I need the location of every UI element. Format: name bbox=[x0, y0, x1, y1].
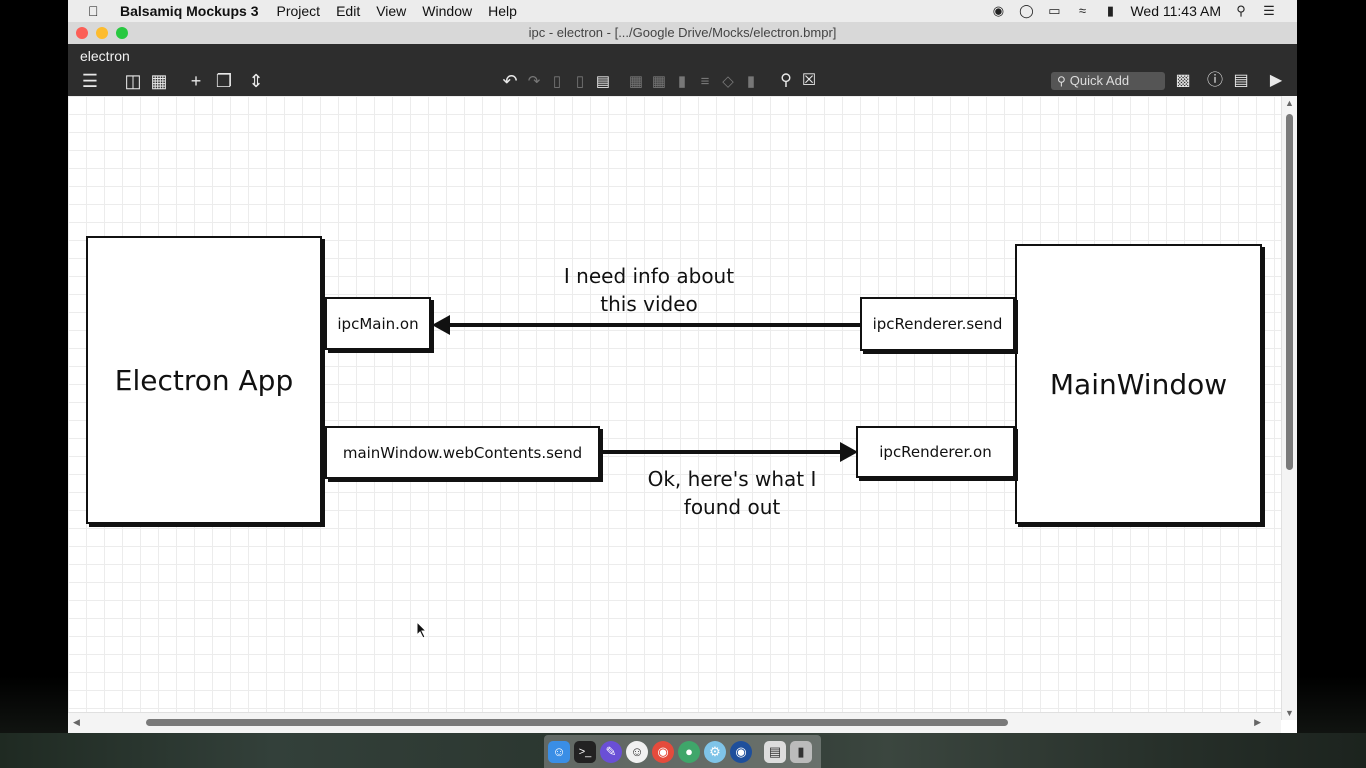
panel-toggle-icon[interactable]: ◫ bbox=[124, 71, 142, 91]
menu-project[interactable]: Project bbox=[276, 3, 321, 19]
document-title: electron bbox=[80, 48, 130, 64]
notes-icon[interactable]: ▤ bbox=[1233, 72, 1249, 89]
window-title: ipc - electron - [.../Google Drive/Mocks… bbox=[528, 25, 837, 40]
ipc-renderer-on-box[interactable]: ipcRenderer.on bbox=[856, 426, 1015, 478]
quick-add-placeholder: Quick Add bbox=[1069, 73, 1130, 88]
airplay-icon[interactable]: ▭ bbox=[1048, 3, 1061, 18]
status-tray: ◉ ◯ ▭ ≈ ▮ Wed 11:43 AM ⚲ ☰ bbox=[978, 3, 1277, 19]
redo-icon[interactable]: ↷ bbox=[527, 73, 541, 90]
trash-icon[interactable]: ▮ bbox=[790, 740, 812, 763]
menu-bar:  Balsamiq Mockups 3 Project Edit View W… bbox=[68, 0, 1297, 22]
response-note-line2: found out bbox=[683, 495, 781, 519]
response-note[interactable]: Ok, here's what I found out bbox=[621, 465, 843, 521]
chrome-icon[interactable]: ◉ bbox=[652, 740, 674, 763]
info-icon[interactable]: ⓘ bbox=[1206, 72, 1223, 89]
scroll-left-arrow-icon[interactable]: ◀ bbox=[73, 717, 80, 727]
maximize-window-button[interactable] bbox=[116, 27, 128, 39]
electron-app-box[interactable]: Electron App bbox=[86, 236, 322, 524]
scroll-up-arrow-icon[interactable]: ▲ bbox=[1285, 98, 1294, 108]
window-titlebar: ipc - electron - [.../Google Drive/Mocks… bbox=[68, 22, 1297, 45]
sort-icon[interactable]: ⇕ bbox=[248, 71, 264, 91]
electron-app-label: Electron App bbox=[114, 363, 294, 397]
dock: ☺ >_ ✎ ☺ ◉ ● ⚙ ◉ ▤ ▮ bbox=[544, 735, 821, 768]
wifi-icon[interactable]: ≈ bbox=[1078, 3, 1087, 18]
ipc-renderer-send-box[interactable]: ipcRenderer.send bbox=[860, 297, 1015, 351]
connector-arrows bbox=[432, 315, 860, 462]
scroll-right-arrow-icon[interactable]: ▶ bbox=[1254, 717, 1261, 727]
main-window-label: MainWindow bbox=[1049, 367, 1228, 401]
grid-view-icon[interactable]: ▦ bbox=[150, 71, 168, 91]
lock-icon[interactable]: ◇ bbox=[722, 73, 734, 90]
terminal-icon[interactable]: >_ bbox=[574, 740, 596, 763]
close-window-button[interactable] bbox=[76, 27, 88, 39]
bring-front-icon[interactable]: ▮ bbox=[677, 73, 687, 90]
desktop-background-right bbox=[1297, 0, 1366, 768]
trash-icon[interactable]: ▮ bbox=[746, 73, 756, 90]
gear-app-icon[interactable]: ⚙ bbox=[704, 740, 726, 763]
record-icon[interactable]: ◉ bbox=[992, 3, 1005, 18]
ungroup-icon[interactable]: ▦ bbox=[651, 73, 667, 90]
menu-help[interactable]: Help bbox=[488, 3, 517, 19]
ipc-main-on-box[interactable]: ipcMain.on bbox=[325, 297, 431, 350]
copy-icon[interactable]: ▯ bbox=[552, 73, 562, 90]
desktop-background-left bbox=[0, 0, 68, 768]
request-note-line1: I need info about bbox=[563, 264, 735, 288]
horizontal-scrollbar[interactable]: ◀ ▶ bbox=[68, 712, 1281, 733]
mockup-canvas[interactable]: Electron App MainWindow ipcMain.on ipcRe… bbox=[68, 96, 1281, 720]
ipc-renderer-on-label: ipcRenderer.on bbox=[879, 443, 992, 461]
group-icon[interactable]: ▦ bbox=[628, 73, 644, 90]
main-window-box[interactable]: MainWindow bbox=[1015, 244, 1262, 524]
document-icon[interactable]: ▤ bbox=[764, 740, 786, 763]
pen-app-icon[interactable]: ✎ bbox=[600, 740, 622, 763]
request-note[interactable]: I need info about this video bbox=[538, 262, 760, 318]
mouse-cursor-icon bbox=[416, 621, 428, 639]
align-icon[interactable]: ≡ bbox=[700, 73, 710, 90]
ipc-renderer-send-label: ipcRenderer.send bbox=[872, 315, 1003, 333]
ipc-main-on-label: ipcMain.on bbox=[337, 314, 419, 333]
vertical-scroll-thumb[interactable] bbox=[1286, 114, 1293, 470]
vertical-scrollbar[interactable]: ▲ ▼ bbox=[1281, 96, 1297, 720]
main-window-send-box[interactable]: mainWindow.webContents.send bbox=[325, 426, 600, 479]
arrow-head-left bbox=[432, 315, 450, 335]
search-icon[interactable]: ⚲ bbox=[780, 72, 792, 89]
battery-icon[interactable]: ▮ bbox=[1106, 3, 1115, 18]
menu-edit[interactable]: Edit bbox=[336, 3, 361, 19]
minimize-window-button[interactable] bbox=[96, 27, 108, 39]
finder-icon[interactable]: ☺ bbox=[548, 740, 570, 763]
app-window: ipc - electron - [.../Google Drive/Mocks… bbox=[68, 22, 1297, 733]
apple-icon[interactable]:  bbox=[88, 3, 104, 19]
quick-add-input[interactable]: ⚲ Quick Add bbox=[1051, 72, 1165, 90]
menu-app-name[interactable]: Balsamiq Mockups 3 bbox=[120, 3, 259, 19]
scroll-down-arrow-icon[interactable]: ▼ bbox=[1285, 708, 1294, 718]
duplicate-icon[interactable]: ❐ bbox=[215, 71, 233, 91]
menubar-clock[interactable]: Wed 11:43 AM bbox=[1130, 3, 1221, 19]
component-library-icon[interactable]: ▩ bbox=[1175, 72, 1191, 89]
add-icon[interactable]: + bbox=[190, 71, 202, 91]
paste-icon[interactable]: ▤ bbox=[595, 73, 611, 90]
close-box-icon[interactable]: ☒ bbox=[801, 72, 817, 89]
hamburger-menu-icon[interactable]: ☰ bbox=[81, 71, 99, 91]
response-note-line1: Ok, here's what I bbox=[647, 467, 817, 491]
main-window-send-label: mainWindow.webContents.send bbox=[342, 443, 583, 462]
request-note-line2: this video bbox=[600, 292, 698, 316]
notification-center-icon[interactable]: ☰ bbox=[1263, 3, 1275, 18]
menu-window[interactable]: Window bbox=[422, 3, 473, 19]
sourcetree-icon[interactable]: ● bbox=[678, 740, 700, 763]
cut-icon[interactable]: ▯ bbox=[575, 73, 585, 90]
glasses-icon[interactable]: ◯ bbox=[1019, 3, 1034, 18]
search-icon: ⚲ bbox=[1057, 74, 1066, 88]
menu-view[interactable]: View bbox=[376, 3, 407, 19]
smiley-app-icon[interactable]: ☺ bbox=[626, 740, 648, 763]
horizontal-scroll-thumb[interactable] bbox=[146, 719, 1008, 726]
arrow-head-right bbox=[840, 442, 858, 462]
presentation-mode-icon[interactable]: ▶ bbox=[1269, 72, 1283, 89]
browser-icon[interactable]: ◉ bbox=[730, 740, 752, 763]
spotlight-search-icon[interactable]: ⚲ bbox=[1236, 3, 1246, 18]
undo-icon[interactable]: ↶ bbox=[502, 71, 518, 91]
